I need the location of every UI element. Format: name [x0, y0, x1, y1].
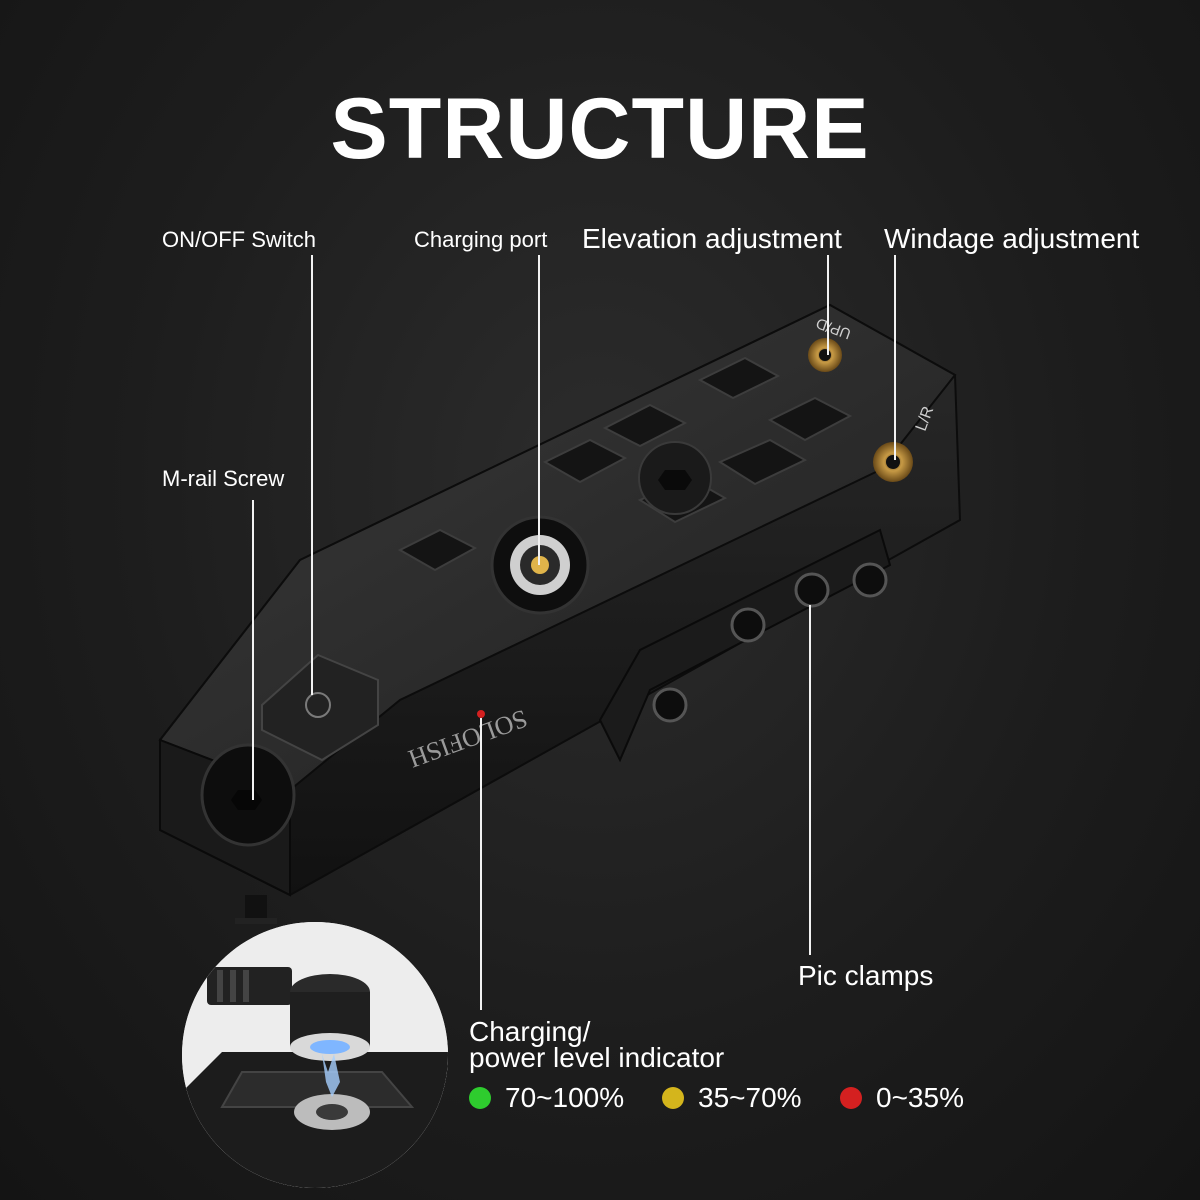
on-off-switch-leader: [311, 255, 313, 695]
elevation-adjustment-label: Elevation adjustment: [582, 223, 842, 254]
legend-label: 70~100%: [505, 1082, 625, 1113]
windage-adjustment-label: Windage adjustment: [884, 223, 1140, 254]
legend-item-yellow: 35~70%: [662, 1082, 802, 1114]
elevation-leader: [827, 255, 829, 355]
charging-port-label: Charging port: [414, 227, 548, 252]
green-dot-icon: [469, 1087, 491, 1109]
m-rail-screw-leader: [252, 500, 254, 800]
on-off-switch-label: ON/OFF Switch: [162, 227, 317, 252]
pic-clamps-leader: [809, 605, 811, 955]
legend-label: 35~70%: [698, 1082, 802, 1113]
page-title: STRUCTURE: [330, 81, 870, 177]
legend-item-red: 0~35%: [840, 1082, 964, 1114]
magnetic-charger-image: [182, 922, 448, 1188]
indicator-label-line2: power level indicator: [469, 1042, 725, 1073]
legend-label: 0~35%: [876, 1082, 964, 1113]
indicator-leader: [480, 718, 482, 1010]
yellow-dot-icon: [662, 1087, 684, 1109]
red-dot-icon: [840, 1087, 862, 1109]
legend-item-green: 70~100%: [469, 1082, 624, 1114]
indicator-label-line1: Charging/: [469, 1016, 591, 1047]
led-indicator-dot: [477, 710, 485, 718]
pic-clamps-label: Pic clamps: [798, 960, 934, 991]
charging-detail-inset: [182, 922, 448, 1188]
charging-port-leader: [538, 255, 540, 565]
windage-leader: [894, 255, 896, 460]
m-rail-screw-label: M-rail Screw: [162, 466, 285, 491]
